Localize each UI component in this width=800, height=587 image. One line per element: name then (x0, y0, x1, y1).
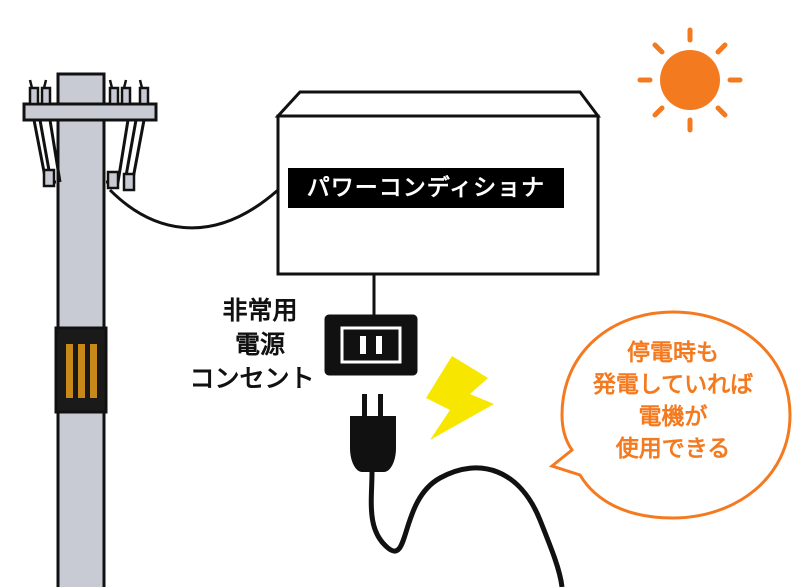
bubble-line-4: 使用できる (615, 436, 731, 462)
outlet-label-line-1: 非常用 (222, 296, 298, 325)
outlet-label-line-2: 電源 (234, 330, 285, 359)
outlet-label-line-3: コンセント (189, 364, 315, 393)
bubble-line-2: 発電していれば (592, 372, 754, 398)
power-conditioner-label: パワーコンディショナ (306, 175, 546, 201)
outlet-icon (324, 314, 418, 376)
grid-cable (108, 188, 279, 230)
speech-bubble (548, 310, 792, 520)
bubble-text: 停電時も 発電していれば 電機が 使用できる (563, 337, 783, 465)
utility-pole-icon (22, 72, 158, 587)
lightning-icon (426, 356, 494, 440)
bubble-line-1: 停電時も (627, 340, 719, 366)
sun-icon (637, 27, 743, 133)
bubble-line-3: 電機が (638, 404, 708, 430)
power-conditioner-label-bg (288, 168, 564, 208)
plug-icon (350, 394, 565, 587)
emergency-outlet-label: 非常用 電源 コンセント (180, 294, 340, 396)
